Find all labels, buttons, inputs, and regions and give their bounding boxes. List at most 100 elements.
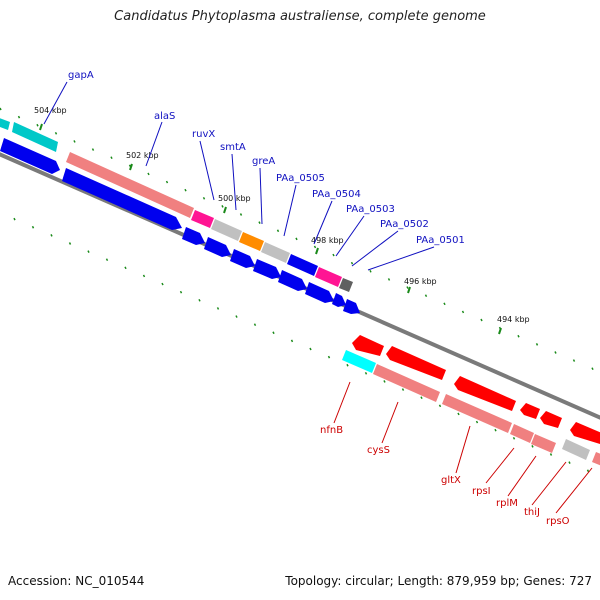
tick-dot — [554, 351, 557, 354]
accession-text: Accession: NC_010544 — [8, 574, 145, 588]
tick-dot — [0, 107, 2, 111]
gene-feature[interactable] — [182, 227, 205, 245]
label-leader — [231, 153, 237, 211]
tick-dot — [549, 453, 553, 456]
gene-label[interactable]: thiJ — [524, 507, 540, 518]
label-leader — [455, 425, 471, 474]
map-title: Candidatus Phytoplasma australiense, com… — [114, 9, 486, 24]
gene-feature[interactable] — [315, 267, 342, 287]
gene-feature[interactable] — [0, 116, 10, 130]
gene-label[interactable]: greA — [252, 156, 275, 167]
gene-feature[interactable] — [305, 282, 334, 303]
tick-dot — [369, 269, 372, 273]
label-leader — [351, 230, 399, 267]
label-leader — [145, 121, 163, 167]
tick-dot — [110, 156, 113, 160]
gene-feature[interactable] — [66, 152, 194, 218]
gene-feature[interactable] — [230, 249, 255, 268]
gene-label[interactable]: PAa_0505 — [276, 173, 325, 184]
gene-feature[interactable] — [570, 422, 600, 444]
label-leader — [199, 140, 215, 201]
gene-feature[interactable] — [342, 350, 376, 373]
tick-dot — [401, 388, 405, 391]
gene-label[interactable]: PAa_0501 — [416, 235, 465, 246]
tick-dot — [443, 302, 446, 306]
tick-mark — [498, 327, 502, 335]
tick-dot — [235, 315, 238, 318]
tick-dot — [350, 261, 354, 265]
gene-feature[interactable] — [352, 335, 384, 356]
tick-dot — [91, 148, 95, 151]
tick-label: 498 kbp — [311, 236, 344, 245]
tick-dot — [221, 205, 224, 208]
label-leader — [313, 200, 333, 245]
tick-dot — [383, 380, 386, 383]
tick-label: 500 kbp — [218, 194, 251, 203]
gene-label[interactable]: PAa_0504 — [312, 189, 361, 200]
tick-dot — [198, 298, 201, 302]
gene-label[interactable]: gapA — [68, 70, 94, 81]
label-leader — [485, 447, 515, 484]
gene-feature[interactable] — [343, 299, 360, 314]
gene-feature[interactable] — [261, 242, 290, 263]
gene-feature[interactable] — [287, 254, 318, 276]
gene-label[interactable]: rpsI — [472, 486, 491, 497]
gene-feature[interactable] — [253, 259, 281, 279]
tick-dot — [239, 213, 243, 216]
gene-label[interactable]: PAa_0503 — [346, 204, 395, 215]
tick-dot — [332, 253, 335, 257]
gene-label[interactable]: gltX — [441, 475, 461, 486]
tick-dot — [161, 282, 164, 286]
gene-feature[interactable] — [442, 394, 512, 433]
track-inner-top — [0, 138, 360, 314]
gene-label[interactable]: PAa_0502 — [380, 219, 429, 230]
gene-label[interactable]: ruvX — [192, 129, 215, 140]
gene-label[interactable]: alaS — [154, 111, 175, 122]
gene-feature[interactable] — [520, 403, 540, 419]
gene-feature[interactable] — [540, 411, 562, 428]
reverse-gene-labels: nfnB cysS gltX rpsI rplM thiJ rpsO — [320, 381, 593, 527]
tick-dot — [290, 339, 294, 343]
gene-feature[interactable] — [373, 364, 440, 402]
tick-dot — [179, 290, 183, 294]
gene-feature[interactable] — [454, 376, 516, 411]
gene-feature[interactable] — [531, 434, 556, 453]
tick-dot — [165, 180, 169, 184]
gene-feature[interactable] — [332, 293, 346, 307]
tick-dot — [346, 363, 349, 367]
tick-dot — [142, 274, 146, 278]
gene-feature[interactable] — [386, 346, 446, 380]
tick-dot — [480, 318, 483, 322]
gene-feature[interactable] — [239, 232, 264, 251]
gene-feature[interactable] — [562, 439, 590, 460]
tick-dot — [216, 307, 220, 310]
gene-feature[interactable] — [12, 122, 58, 152]
tick-dot — [591, 367, 594, 371]
gene-feature[interactable] — [191, 210, 214, 228]
gene-feature[interactable] — [0, 138, 60, 174]
tick-dots-outer — [0, 107, 594, 371]
tick-dot — [420, 396, 423, 400]
gene-feature[interactable] — [211, 219, 242, 241]
gene-label[interactable]: rplM — [496, 498, 518, 509]
gene-feature[interactable] — [204, 237, 231, 257]
gene-feature[interactable] — [592, 452, 600, 466]
tick-dot — [202, 196, 206, 200]
gene-label[interactable]: cysS — [367, 445, 390, 456]
gene-label[interactable]: rpsO — [546, 516, 570, 527]
tick-dot — [387, 278, 391, 281]
gene-label[interactable]: nfnB — [320, 425, 343, 436]
gene-feature[interactable] — [278, 270, 307, 291]
tick-dot — [586, 469, 590, 473]
tick-mark — [407, 286, 411, 294]
gene-feature[interactable] — [62, 168, 182, 230]
tick-dot — [512, 436, 516, 440]
gene-feature[interactable] — [339, 278, 353, 292]
gene-feature[interactable] — [510, 424, 534, 443]
label-leader — [531, 461, 567, 506]
gene-label[interactable]: smtA — [220, 142, 246, 153]
tick-dot — [424, 294, 428, 298]
tick-dot — [54, 132, 58, 135]
